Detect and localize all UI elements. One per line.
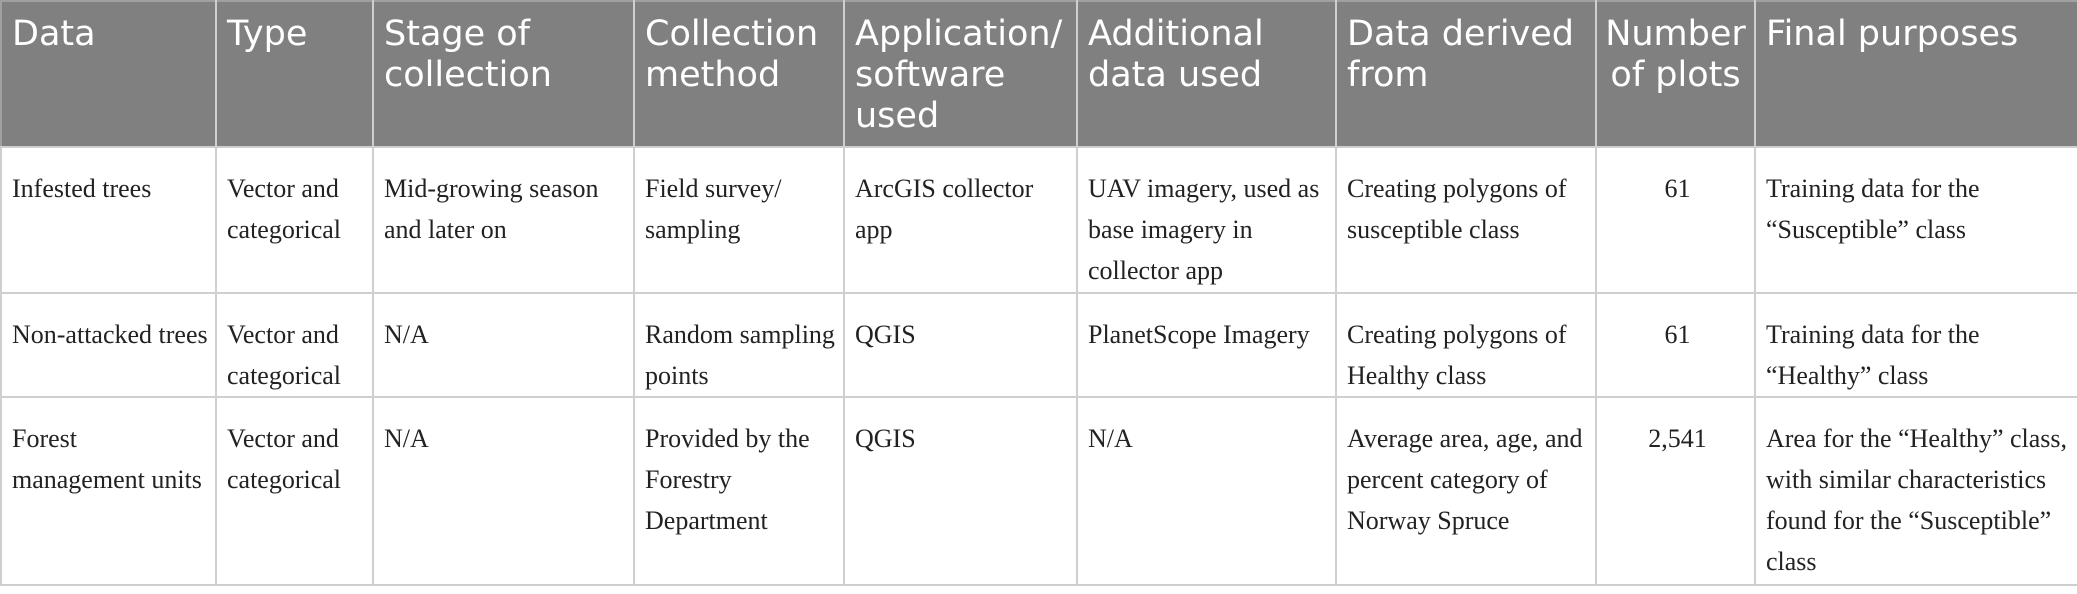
- cell-number-of-plots: 61: [1595, 292, 1756, 398]
- cell-stage: N/A: [372, 292, 635, 398]
- cell-derived-from: Average area, age, and percent category …: [1335, 396, 1597, 586]
- cell-data: Non-attacked trees: [0, 292, 217, 398]
- cell-additional-data: UAV imagery, used as base imagery in col…: [1076, 146, 1337, 294]
- cell-type: Vector and categorical: [215, 292, 374, 398]
- table-row: Forest management units Vector and categ…: [0, 396, 2077, 586]
- cell-software: ArcGIS collector app: [843, 146, 1078, 294]
- table-header: Data Type Stage of collection Collection…: [0, 0, 2077, 148]
- cell-number-of-plots: 61: [1595, 146, 1756, 294]
- cell-software: QGIS: [843, 396, 1078, 586]
- cell-stage: Mid-growing season and later on: [372, 146, 635, 294]
- header-additional-data: Additional data used: [1076, 0, 1337, 148]
- header-collection-method: Collection method: [633, 0, 845, 148]
- cell-data: Infested trees: [0, 146, 217, 294]
- header-row: Data Type Stage of collection Collection…: [0, 0, 2077, 148]
- cell-derived-from: Creating polygons of Healthy class: [1335, 292, 1597, 398]
- cell-final-purposes: Area for the “Healthy” class, with simil…: [1754, 396, 2077, 586]
- cell-type: Vector and categorical: [215, 146, 374, 294]
- header-data: Data: [0, 0, 217, 148]
- cell-final-purposes: Training data for the “Healthy” class: [1754, 292, 2077, 398]
- cell-additional-data: PlanetScope Imagery: [1076, 292, 1337, 398]
- header-final-purposes: Final purposes: [1754, 0, 2077, 148]
- cell-type: Vector and categorical: [215, 396, 374, 586]
- cell-method: Field survey/ sampling: [633, 146, 845, 294]
- header-application-software: Application/ software used: [843, 0, 1078, 148]
- header-stage-of-collection: Stage of collection: [372, 0, 635, 148]
- cell-stage: N/A: [372, 396, 635, 586]
- header-data-derived-from: Data derived from: [1335, 0, 1597, 148]
- header-number-of-plots: Number of plots: [1595, 0, 1756, 148]
- table-row: Infested trees Vector and categorical Mi…: [0, 146, 2077, 294]
- cell-method: Provided by the Forestry Department: [633, 396, 845, 586]
- cell-additional-data: N/A: [1076, 396, 1337, 586]
- table-row: Non-attacked trees Vector and categorica…: [0, 292, 2077, 398]
- cell-software: QGIS: [843, 292, 1078, 398]
- cell-derived-from: Creating polygons of susceptible class: [1335, 146, 1597, 294]
- cell-final-purposes: Training data for the “Susceptible” clas…: [1754, 146, 2077, 294]
- header-type: Type: [215, 0, 374, 148]
- cell-data: Forest management units: [0, 396, 217, 586]
- cell-method: Random sampling points: [633, 292, 845, 398]
- table-body: Infested trees Vector and categorical Mi…: [0, 146, 2077, 586]
- cell-number-of-plots: 2,541: [1595, 396, 1756, 586]
